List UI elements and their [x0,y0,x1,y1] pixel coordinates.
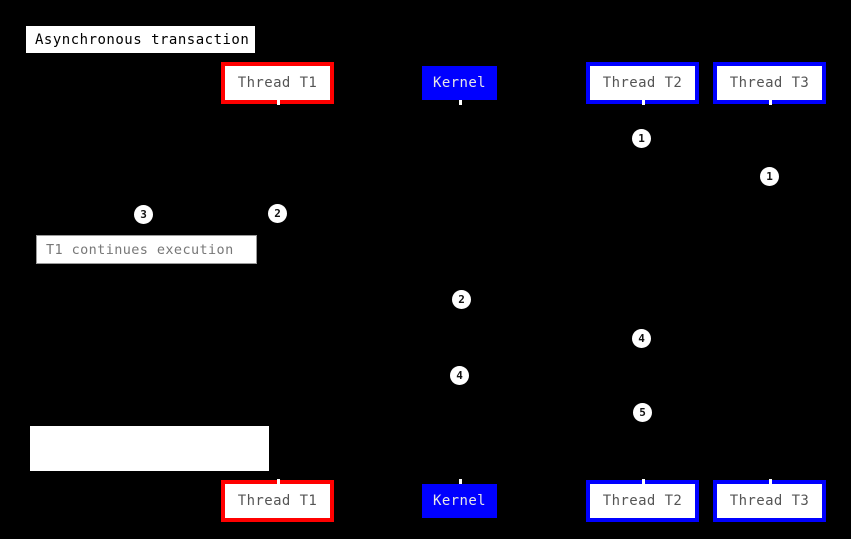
lifeline-tick-icon [768,479,772,484]
note-box-blank [30,426,269,471]
lifeline-top-kernel[interactable]: Kernel [422,66,497,105]
diagram-title: Asynchronous transaction [26,26,255,53]
step-badge-2: 2 [452,290,471,309]
step-badge-5: 5 [633,403,652,422]
lifeline-tick-icon [458,479,462,484]
lifeline-bottom-thread-t1[interactable]: Thread T1 [221,479,334,522]
lifeline-top-thread-t1[interactable]: Thread T1 [221,62,334,105]
step-badge-3: 3 [134,205,153,224]
note-box-t1-continues-execution: T1 continues execution [36,235,257,264]
lifeline-tick-icon [641,479,645,484]
lifeline-tick-icon [276,479,280,484]
lifeline-tick-icon [276,100,280,105]
lifeline-top-thread-t3[interactable]: Thread T3 [713,62,826,105]
step-badge-4: 4 [632,329,651,348]
lifeline-top-thread-t2[interactable]: Thread T2 [586,62,699,105]
lifeline-tick-icon [458,100,462,105]
step-badge-1: 1 [632,129,651,148]
step-badge-2: 2 [268,204,287,223]
lifeline-bottom-kernel[interactable]: Kernel [422,479,497,518]
lifeline-bottom-thread-t2[interactable]: Thread T2 [586,479,699,522]
lifeline-bottom-thread-t3[interactable]: Thread T3 [713,479,826,522]
step-badge-4: 4 [450,366,469,385]
lifeline-tick-icon [641,100,645,105]
step-badge-1: 1 [760,167,779,186]
lifeline-tick-icon [768,100,772,105]
